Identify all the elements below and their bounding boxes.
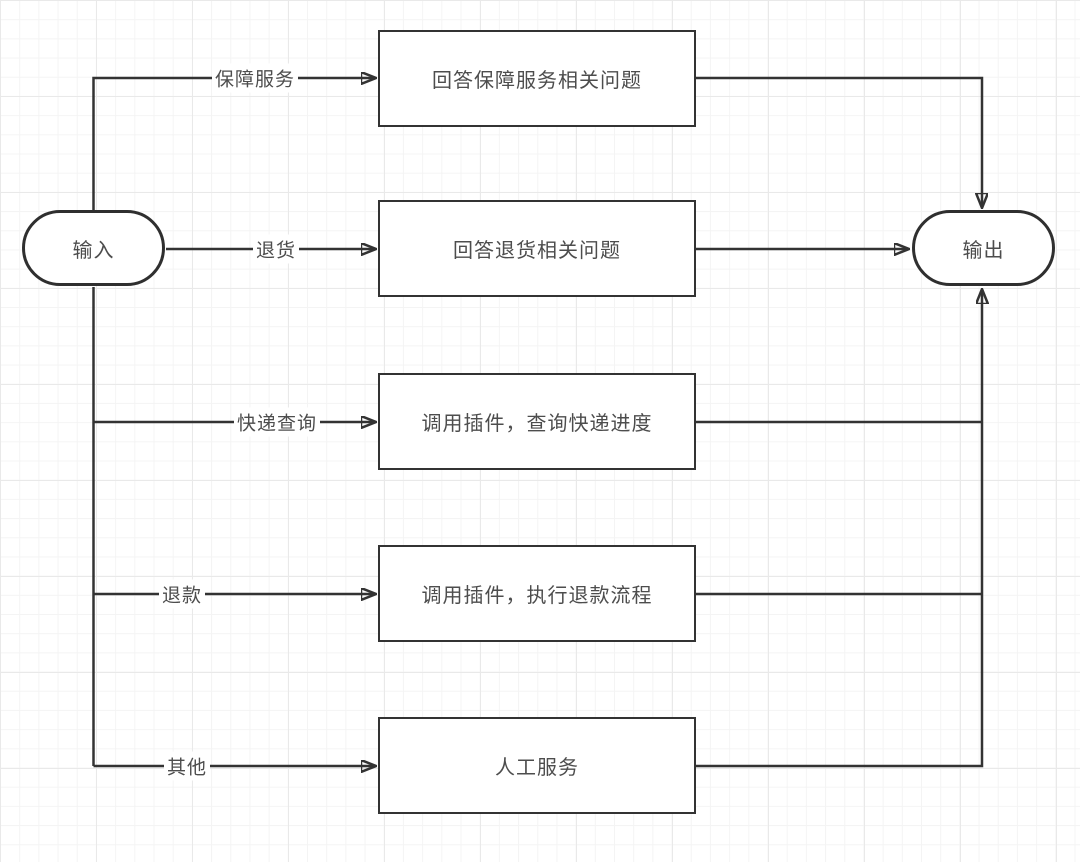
process-box-manual-label: 人工服务 — [495, 757, 579, 779]
connector-warranty-to-output — [696, 76, 982, 207]
edge-label-express: 快递查询 — [233, 407, 321, 437]
process-box-return-label: 回答退货相关问题 — [453, 240, 621, 262]
process-box-warranty[interactable]: 回答保障服务相关问题 — [378, 30, 696, 127]
output-node[interactable]: 输出 — [912, 210, 1055, 286]
connector-manual-to-output — [696, 290, 982, 768]
output-node-label: 输出 — [962, 239, 1005, 262]
process-box-express[interactable]: 调用插件，查询快递进度 — [378, 373, 696, 470]
edge-label-other: 其他 — [163, 751, 211, 781]
process-box-refund-label: 调用插件，执行退款流程 — [421, 585, 653, 607]
input-node[interactable]: 输入 — [22, 210, 165, 286]
process-box-refund[interactable]: 调用插件，执行退款流程 — [378, 545, 696, 642]
edge-label-return: 退货 — [252, 234, 300, 264]
edge-label-warranty: 保障服务 — [211, 63, 299, 93]
process-box-manual[interactable]: 人工服务 — [378, 717, 696, 814]
process-box-express-label: 调用插件，查询快递进度 — [421, 413, 653, 435]
process-box-warranty-label: 回答保障服务相关问题 — [432, 70, 642, 92]
process-box-return[interactable]: 回答退货相关问题 — [378, 200, 696, 297]
connector-input-to-warranty — [92, 78, 376, 211]
input-node-label: 输入 — [72, 239, 115, 262]
edge-label-refund: 退款 — [158, 579, 206, 609]
